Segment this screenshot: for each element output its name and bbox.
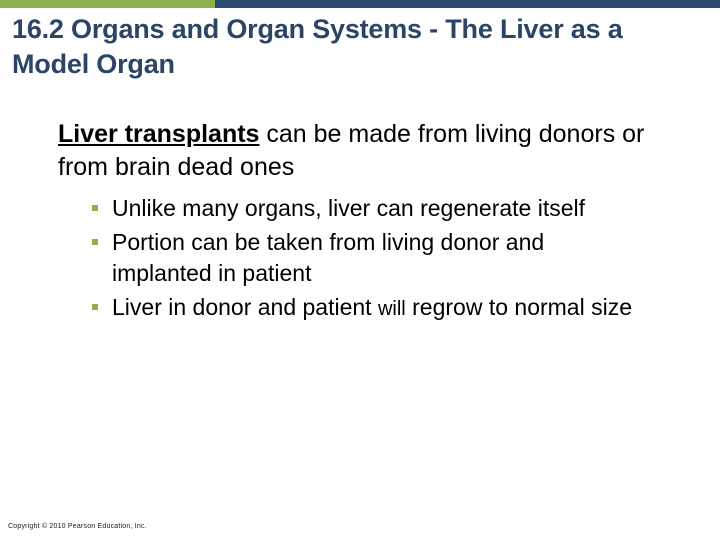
accent-bar-green <box>0 0 215 8</box>
square-bullet-icon <box>92 205 98 211</box>
level2-bullet-list: Unlike many organs, liver can regenerate… <box>0 193 720 325</box>
list-item: Portion can be taken from living donor a… <box>0 227 720 289</box>
list-item-label-part2: regrow to normal size <box>405 294 632 320</box>
accent-bar-blue <box>215 0 720 8</box>
level1-text: can be made from living donors or from b… <box>58 120 645 181</box>
list-item-label-part1: Liver in donor and patient <box>112 294 378 320</box>
slide-title: 16.2 Organs and Organ Systems - The Live… <box>12 14 623 79</box>
copyright-notice: Copyright © 2010 Pearson Education, Inc. <box>8 523 147 530</box>
list-item-label-small-word: will <box>377 298 406 320</box>
list-item: Unlike many organs, liver can regenerate… <box>0 193 720 224</box>
list-item-label: Unlike many organs, liver can regenerate… <box>112 195 586 221</box>
square-bullet-icon <box>92 239 98 245</box>
top-accent-bar <box>0 0 720 8</box>
square-bullet-icon <box>92 304 98 310</box>
list-item: Liver in donor and patient will regrow t… <box>0 292 720 325</box>
emphasized-term: Liver transplants <box>58 120 260 148</box>
level1-paragraph: Liver transplants can be made from livin… <box>0 118 720 184</box>
slide-content: Liver transplants can be made from livin… <box>0 118 720 328</box>
list-item-label: Portion can be taken from living donor a… <box>112 229 545 286</box>
